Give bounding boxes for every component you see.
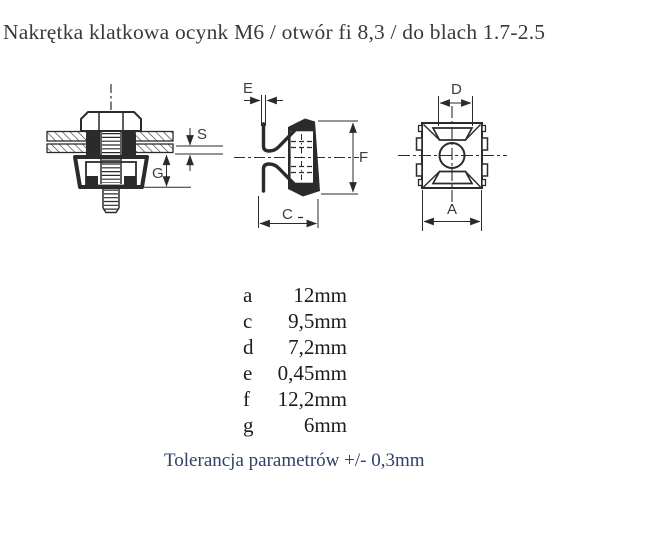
dimension-param: f [243,387,250,411]
dim-label-f: F [359,149,368,166]
hex-head-outline [80,111,142,132]
fold-line [464,171,482,188]
dimension-g: G [142,154,191,188]
view-top: D A [398,81,507,231]
dimension-value: 7,2mm [288,335,347,359]
dimension-e: E [243,80,283,126]
dimension-d: D [438,81,473,126]
dimension-value: 9,5mm [288,309,347,333]
dimensions-table: a 12mm c 9,5mm d 7,2mm e 0,45mm f 12,2mm… [243,282,347,438]
table-row: d 7,2mm [243,334,347,360]
spring-arm-top [261,122,303,153]
corner-step [481,124,487,133]
table-row: c 9,5mm [243,308,347,334]
hex-bolt-head [80,111,142,132]
spring-tab [415,137,423,151]
cage-lip-left [86,128,100,155]
fold-line [464,124,482,141]
side-tabs [415,124,489,187]
dimension-value: 12,2mm [277,387,347,411]
hatch-panel [46,130,88,142]
dim-label-e: E [243,80,253,97]
dimension-param: c [243,309,253,333]
table-row: a 12mm [243,282,347,308]
dimension-param: d [243,335,254,359]
page-title: Nakrętka klatkowa ocynk M6 / otwór fi 8,… [3,20,546,44]
dim-label-g: G [152,165,164,182]
dim-label-d: D [451,81,462,98]
dim-label-a: A [447,201,457,218]
spring-tab [415,163,423,177]
table-row: e 0,45mm [243,360,347,386]
table-row: f 12,2mm [243,386,347,412]
dimension-param: e [243,361,253,385]
corner-step [417,124,423,133]
dimension-s: S [175,126,223,171]
bolt-thread-shaft [100,131,122,184]
dimension-value: 12mm [293,283,347,307]
nut-corner-block-right [124,176,136,186]
dim-label-s: S [197,126,207,143]
tolerance-note: Tolerancja parametrów +/- 0,3mm [164,450,425,471]
view-installed-section: S G [46,84,223,214]
sheet-panels [46,130,174,154]
corner-step [417,178,423,187]
dimension-param: a [243,283,253,307]
view-side-profile: E F C [234,80,368,228]
spring-tab [481,137,489,151]
dimension-a: A [422,190,482,231]
fold-line [423,123,440,141]
hatch-panel [134,143,174,154]
spring-tab [481,163,489,177]
table-row: g 6mm [243,412,347,438]
spring-arm-bottom [261,162,303,193]
cage-lip-right [122,128,136,155]
hatch-panel [134,130,174,142]
top-flap [423,123,482,141]
protruding-stud [102,188,120,214]
dimension-c: C [258,196,319,228]
dim-label-c: C [282,206,293,223]
dimension-value: 0,45mm [277,361,347,385]
stud-tip [102,207,120,214]
hatch-panel [46,143,88,154]
corner-step [481,178,487,187]
cage-retaining-lips [86,128,136,155]
fold-line [423,170,440,188]
captive-nut [85,161,137,187]
dimension-value: 6mm [303,413,347,437]
nut-corner-block-left [86,176,98,186]
dimension-param: g [243,413,254,437]
dimension-f: F [318,120,368,195]
